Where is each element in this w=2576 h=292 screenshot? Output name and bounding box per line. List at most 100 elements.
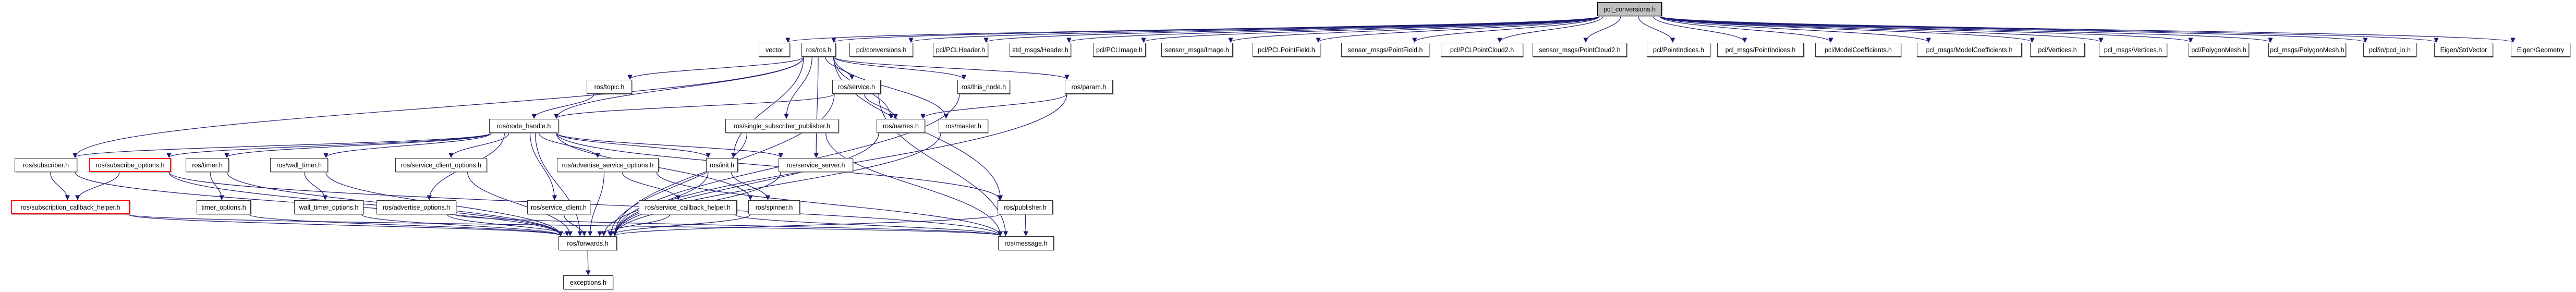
node-pcl_msgs_pointindices[interactable]: pcl_msgs/PointIndices.h: [1717, 43, 1804, 57]
include-edge-pcl_conversions-to-sensor_msgs_image: [1228, 16, 1600, 43]
node-ros_service_client[interactable]: ros/service_client.h: [527, 200, 590, 214]
node-pcl_msgs_vertices[interactable]: pcl_msgs/Vertices.h: [2099, 43, 2167, 57]
node-pcl_pclheader[interactable]: pcl/PCLHeader.h: [933, 43, 988, 57]
include-edge-ros_ros-to-ros_this_node: [833, 56, 967, 80]
include-edge-ros_node_handle-to-ros_service_client: [529, 132, 557, 200]
include-edge-pcl_conversions-to-std_msgs_header: [1066, 16, 1600, 43]
include-edge-pcl_conversions-to-ros_ros: [831, 16, 1600, 43]
include-edge-pcl_conversions-to-pcl_msgs_vertices: [1659, 16, 2104, 43]
include-edge-pcl_conversions-to-pcl_polygonmesh: [1659, 16, 2193, 43]
include-edge-pcl_conversions-to-sensor_msgs_pointfield: [1412, 16, 1600, 43]
node-ros_service[interactable]: ros/service.h: [832, 80, 881, 94]
node-ros_timer[interactable]: ros/timer.h: [186, 158, 229, 172]
node-ros_sub_cb_helper[interactable]: ros/subscription_callback_helper.h: [11, 200, 130, 214]
include-edge-ros_ros-to-ros_init: [731, 56, 804, 158]
include-edge-ros_ros-to-ros_topic: [627, 56, 804, 80]
node-std_msgs_header[interactable]: std_msgs/Header.h: [1010, 43, 1071, 57]
node-ros_advertise_service_options[interactable]: ros/advertise_service_options.h: [557, 158, 659, 172]
node-pcl_modelcoefficients[interactable]: pcl/ModelCoefficients.h: [1815, 43, 1901, 57]
node-ros_service_client_options[interactable]: ros/service_client_options.h: [395, 158, 487, 172]
node-pcl_msgs_modelcoefficients[interactable]: pcl_msgs/ModelCoefficients.h: [1917, 43, 2022, 57]
node-ros_subscribe_options[interactable]: ros/subscribe_options.h: [89, 158, 171, 172]
node-ros_forwards[interactable]: ros/forwards.h: [558, 236, 617, 250]
include-edge-ros_advertise_options-to-ros_forwards: [447, 214, 570, 236]
include-edge-pcl_conversions-to-sensor_msgs_pointcloud2: [1583, 16, 1621, 43]
node-ros_this_node[interactable]: ros/this_node.h: [957, 80, 1010, 94]
node-ros_param[interactable]: ros/param.h: [1065, 80, 1113, 94]
node-ros_ros[interactable]: ros/ros.h: [801, 43, 836, 57]
node-ros_topic[interactable]: ros/topic.h: [587, 80, 632, 94]
node-sensor_msgs_pointcloud2[interactable]: sensor_msgs/PointCloud2.h: [1533, 43, 1627, 57]
include-edge-ros_advertise_options-to-ros_message: [454, 214, 1003, 236]
node-pcl_pclimage[interactable]: pcl/PCLImage.h: [1093, 43, 1146, 57]
include-edge-ros_ros-to-ros_service: [825, 56, 855, 80]
node-pcl_msgs_polygonmesh[interactable]: pcl_msgs/PolygonMesh.h: [2268, 43, 2346, 57]
node-pcl_pointindices[interactable]: pcl/PointIndices.h: [1647, 43, 1710, 57]
include-edge-pcl_conversions-to-vector: [785, 16, 1600, 43]
include-edge-ros_service-to-ros_names: [864, 93, 898, 119]
include-edge-ros_names-to-ros_forwards: [612, 132, 879, 236]
node-ros_subscriber[interactable]: ros/subscriber.h: [15, 158, 77, 172]
node-ros_message[interactable]: ros/message.h: [998, 236, 1054, 250]
node-ros_advertise_options[interactable]: ros/advertise_options.h: [376, 200, 456, 214]
include-edge-ros_param-to-ros_names: [920, 93, 1067, 119]
node-vector[interactable]: vector: [759, 43, 790, 57]
node-ros_names[interactable]: ros/names.h: [877, 119, 925, 133]
include-edge-ros_ros-to-ros_master: [833, 56, 949, 119]
include-edge-pcl_conversions-to-pcl_vertices: [1659, 16, 2035, 43]
node-ros_publisher[interactable]: ros/publisher.h: [998, 200, 1053, 214]
include-edge-pcl_conversions-to-eigen_stdvector: [1659, 16, 2439, 43]
node-eigen_stdvector[interactable]: Eigen/StdVector: [2434, 43, 2493, 57]
node-sensor_msgs_pointfield[interactable]: sensor_msgs/PointField.h: [1341, 43, 1429, 57]
node-pcl_polygonmesh[interactable]: pcl/PolygonMesh.h: [2189, 43, 2249, 57]
include-edge-ros_sub_cb_helper-to-ros_forwards: [127, 214, 563, 236]
node-pcl_vertices[interactable]: pcl/Vertices.h: [2030, 43, 2085, 57]
node-pcl_pclpointcloud2[interactable]: pcl/PCLPointCloud2.h: [1441, 43, 1523, 57]
include-edge-pcl_conversions-to-pcl_pclimage: [1141, 16, 1600, 43]
include-edge-ros_advertise_service_options-to-ros_service_cb_helper: [622, 172, 681, 200]
node-ros_master[interactable]: ros/master.h: [939, 119, 988, 133]
node-ros_ssp[interactable]: ros/single_subscriber_publisher.h: [725, 119, 839, 133]
node-eigen_geometry[interactable]: Eigen/Geometry: [2511, 43, 2570, 57]
include-edge-ros_ros-to-ros_param: [833, 56, 1070, 80]
include-edge-ros_advertise_service_options-to-ros_message: [656, 172, 1003, 236]
node-ros_spinner[interactable]: ros/spinner.h: [748, 200, 800, 214]
node-pcl_conversions_inc[interactable]: pcl/conversions.h: [849, 43, 913, 57]
include-edge-ros_init-to-ros_spinner: [731, 172, 771, 200]
node-ros_init[interactable]: ros/init.h: [706, 158, 738, 172]
node-pcl_conversions[interactable]: pcl_conversions.h: [1597, 2, 1662, 16]
include-edge-wall_timer_options-to-ros_forwards: [361, 214, 563, 236]
include-edge-ros_subscriber-to-ros_sub_cb_helper: [50, 172, 70, 200]
include-edge-pcl_conversions-to-pcl_modelcoefficients: [1659, 16, 1833, 43]
node-ros_service_server[interactable]: ros/service_server.h: [779, 158, 853, 172]
include-edge-ros_node_handle-to-ros_timer: [224, 132, 492, 158]
include-edge-ros_service_client-to-ros_forwards: [563, 214, 587, 236]
node-wall_timer_options[interactable]: wall_timer_options.h: [294, 200, 363, 214]
include-edge-ros_timer-to-timer_options: [210, 172, 225, 200]
include-edge-ros_node_handle-to-ros_forwards: [534, 132, 583, 236]
include-edge-pcl_conversions-to-pcl_pclpointcloud2: [1497, 16, 1603, 43]
include-edge-ros_service_client_options-to-ros_forwards: [467, 172, 573, 236]
node-pcl_pclpointfield[interactable]: pcl/PCLPointField.h: [1253, 43, 1320, 57]
node-timer_options[interactable]: timer_options.h: [197, 200, 251, 214]
include-edge-ros_sub_cb_helper-to-ros_message: [127, 214, 1002, 236]
include-edge-ros_node_handle-to-ros_publisher: [556, 132, 1002, 200]
include-edge-pcl_conversions-to-pcl_pclpointfield: [1316, 16, 1600, 43]
node-ros_node_handle[interactable]: ros/node_handle.h: [489, 119, 558, 133]
node-pcl_io_pcd_io[interactable]: pcl/io/pcd_io.h: [2363, 43, 2416, 57]
include-edge-pcl_conversions-to-eigen_geometry: [1659, 16, 2516, 43]
node-ros_service_cb_helper[interactable]: ros/service_callback_helper.h: [639, 200, 737, 214]
include-edge-ros_topic-to-ros_node_handle: [531, 93, 594, 119]
include-edge-ros_wall_timer-to-wall_timer_options: [304, 172, 328, 200]
include-edge-ros_service_cb_helper-to-ros_message: [734, 214, 1003, 236]
include-edge-pcl_conversions-to-pcl_msgs_modelcoefficients: [1659, 16, 1931, 43]
include-edge-ros_node_handle-to-ros_wall_timer: [323, 132, 492, 158]
node-exceptions[interactable]: exceptions.h: [563, 275, 613, 289]
include-edge-ros_node_handle-to-ros_init: [556, 132, 711, 158]
include-edge-ros_publisher-to-ros_message: [1023, 214, 1029, 236]
node-sensor_msgs_image[interactable]: sensor_msgs/Image.h: [1161, 43, 1233, 57]
node-ros_wall_timer[interactable]: ros/wall_timer.h: [270, 158, 328, 172]
include-edge-ros_subscribe_options-to-ros_sub_cb_helper: [75, 172, 120, 200]
include-edge-pcl_conversions-to-pcl_msgs_polygonmesh: [1659, 16, 2273, 43]
include-edge-pcl_conversions-to-pcl_msgs_pointindices: [1652, 16, 1747, 43]
